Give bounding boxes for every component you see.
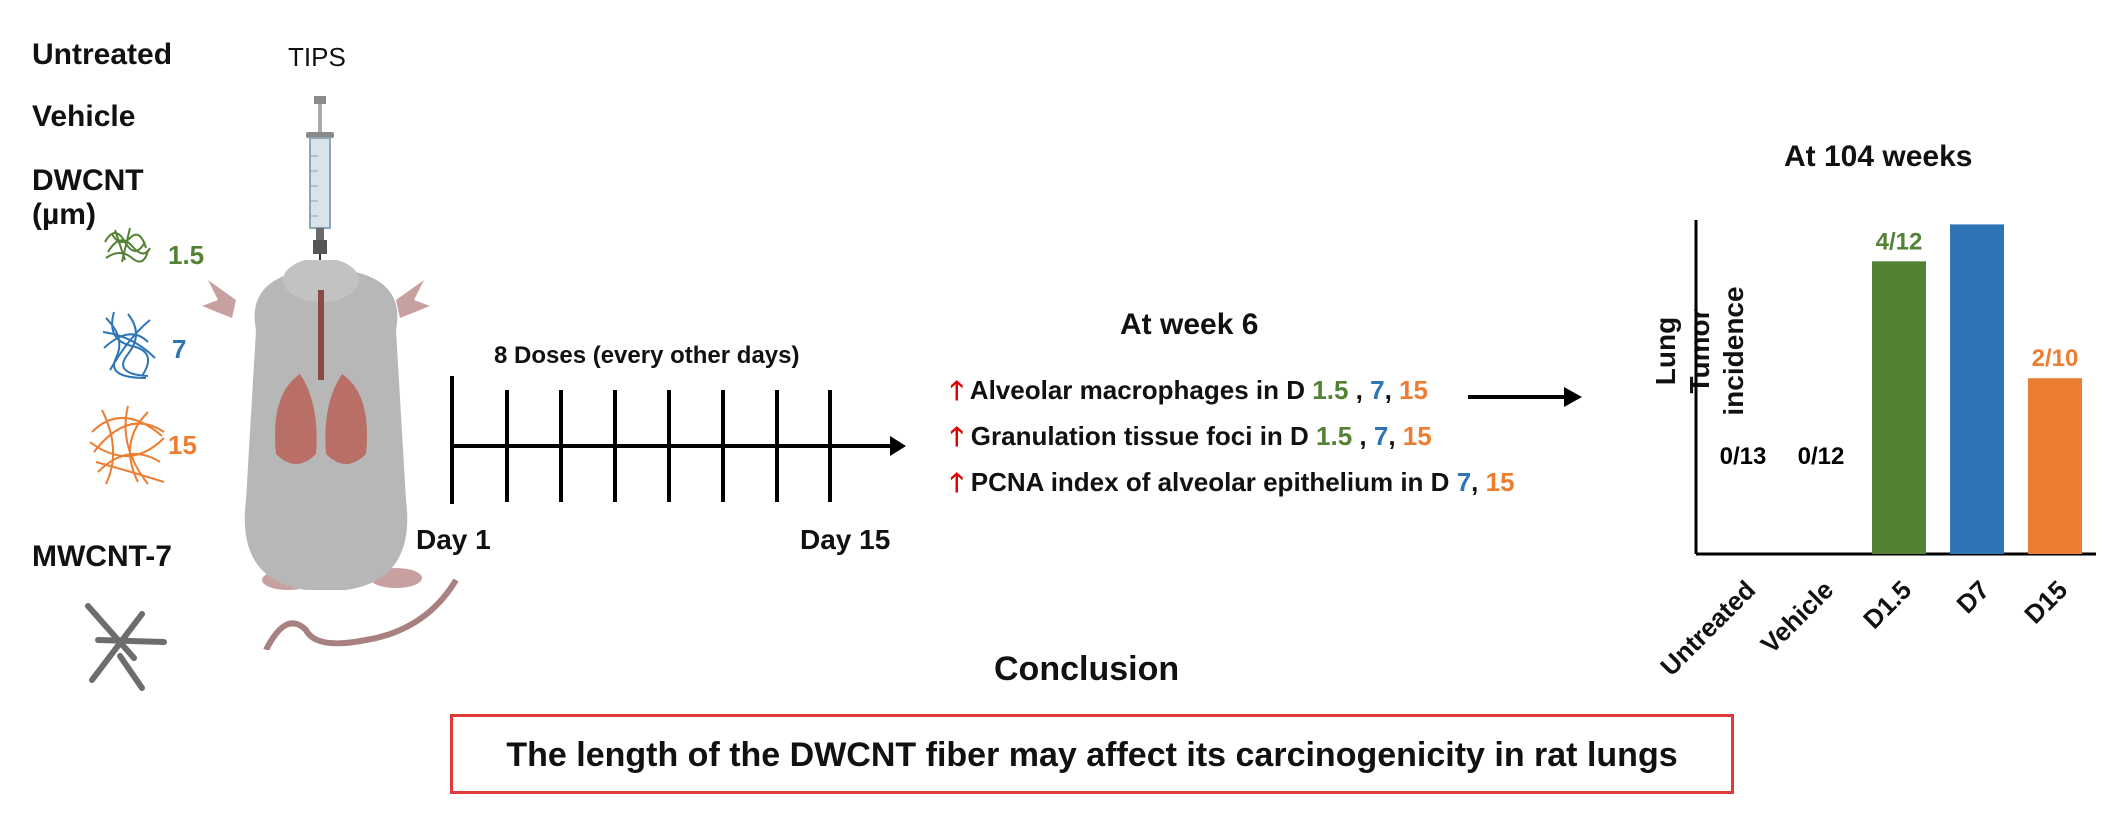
data-label-vehicle: 0/12 xyxy=(1798,443,1845,470)
mwcnt-fiber-icon xyxy=(85,603,167,691)
conclusion-box: The length of the DWCNT fiber may affect… xyxy=(450,714,1734,794)
group-dwcnt-unit: (µm) xyxy=(32,198,96,231)
dosing-timeline xyxy=(450,376,906,504)
group-mwcnt: MWCNT-7 xyxy=(32,540,172,573)
short-fiber-icon xyxy=(104,227,151,263)
timeline-end: Day 15 xyxy=(800,524,891,555)
conclusion-title: Conclusion xyxy=(994,650,1180,688)
tumor-incidence-chart: 0/130/124/123/82/10 xyxy=(1694,220,2096,556)
timeline-title: 8 Doses (every other days) xyxy=(494,342,800,369)
group-dwcnt: DWCNT xyxy=(32,164,144,197)
group-vehicle: Vehicle xyxy=(32,100,136,133)
conclusion-text: The length of the DWCNT fiber may affect… xyxy=(506,736,1678,774)
medium-fiber-icon xyxy=(102,311,156,379)
data-label-d15: 2/10 xyxy=(2032,345,2079,372)
bar-d7 xyxy=(1950,224,2004,555)
week6-title: At week 6 xyxy=(1120,308,1259,341)
finding-1: 🡑 Alveolar macrophages in D 1.5 , 7, 15 xyxy=(950,375,1428,405)
long-fiber-icon xyxy=(89,405,165,485)
data-label-untreated: 0/13 xyxy=(1720,443,1767,470)
bar-d15 xyxy=(2028,378,2082,554)
dose-label-1-5: 1.5 xyxy=(168,240,205,270)
route-label: TIPS xyxy=(288,42,346,72)
chart-title: At 104 weeks xyxy=(1784,140,1973,173)
rat-illustration xyxy=(202,260,459,650)
right-arrow-icon xyxy=(1468,387,1582,407)
finding-3: 🡑 PCNA index of alveolar epithelium in D… xyxy=(950,467,1515,497)
dose-label-7: 7 xyxy=(172,334,187,364)
data-label-d1-5: 4/12 xyxy=(1876,228,1923,255)
up-arrow-icon: 🡑 xyxy=(950,467,964,497)
up-arrow-icon: 🡑 xyxy=(950,375,964,405)
group-untreated: Untreated xyxy=(32,38,173,71)
timeline-start: Day 1 xyxy=(416,524,491,555)
bar-d1-5 xyxy=(1872,261,1926,554)
finding-2: 🡑 Granulation tissue foci in D 1.5 , 7, … xyxy=(950,421,1432,451)
up-arrow-icon: 🡑 xyxy=(950,421,964,451)
dose-label-15: 15 xyxy=(168,430,197,460)
